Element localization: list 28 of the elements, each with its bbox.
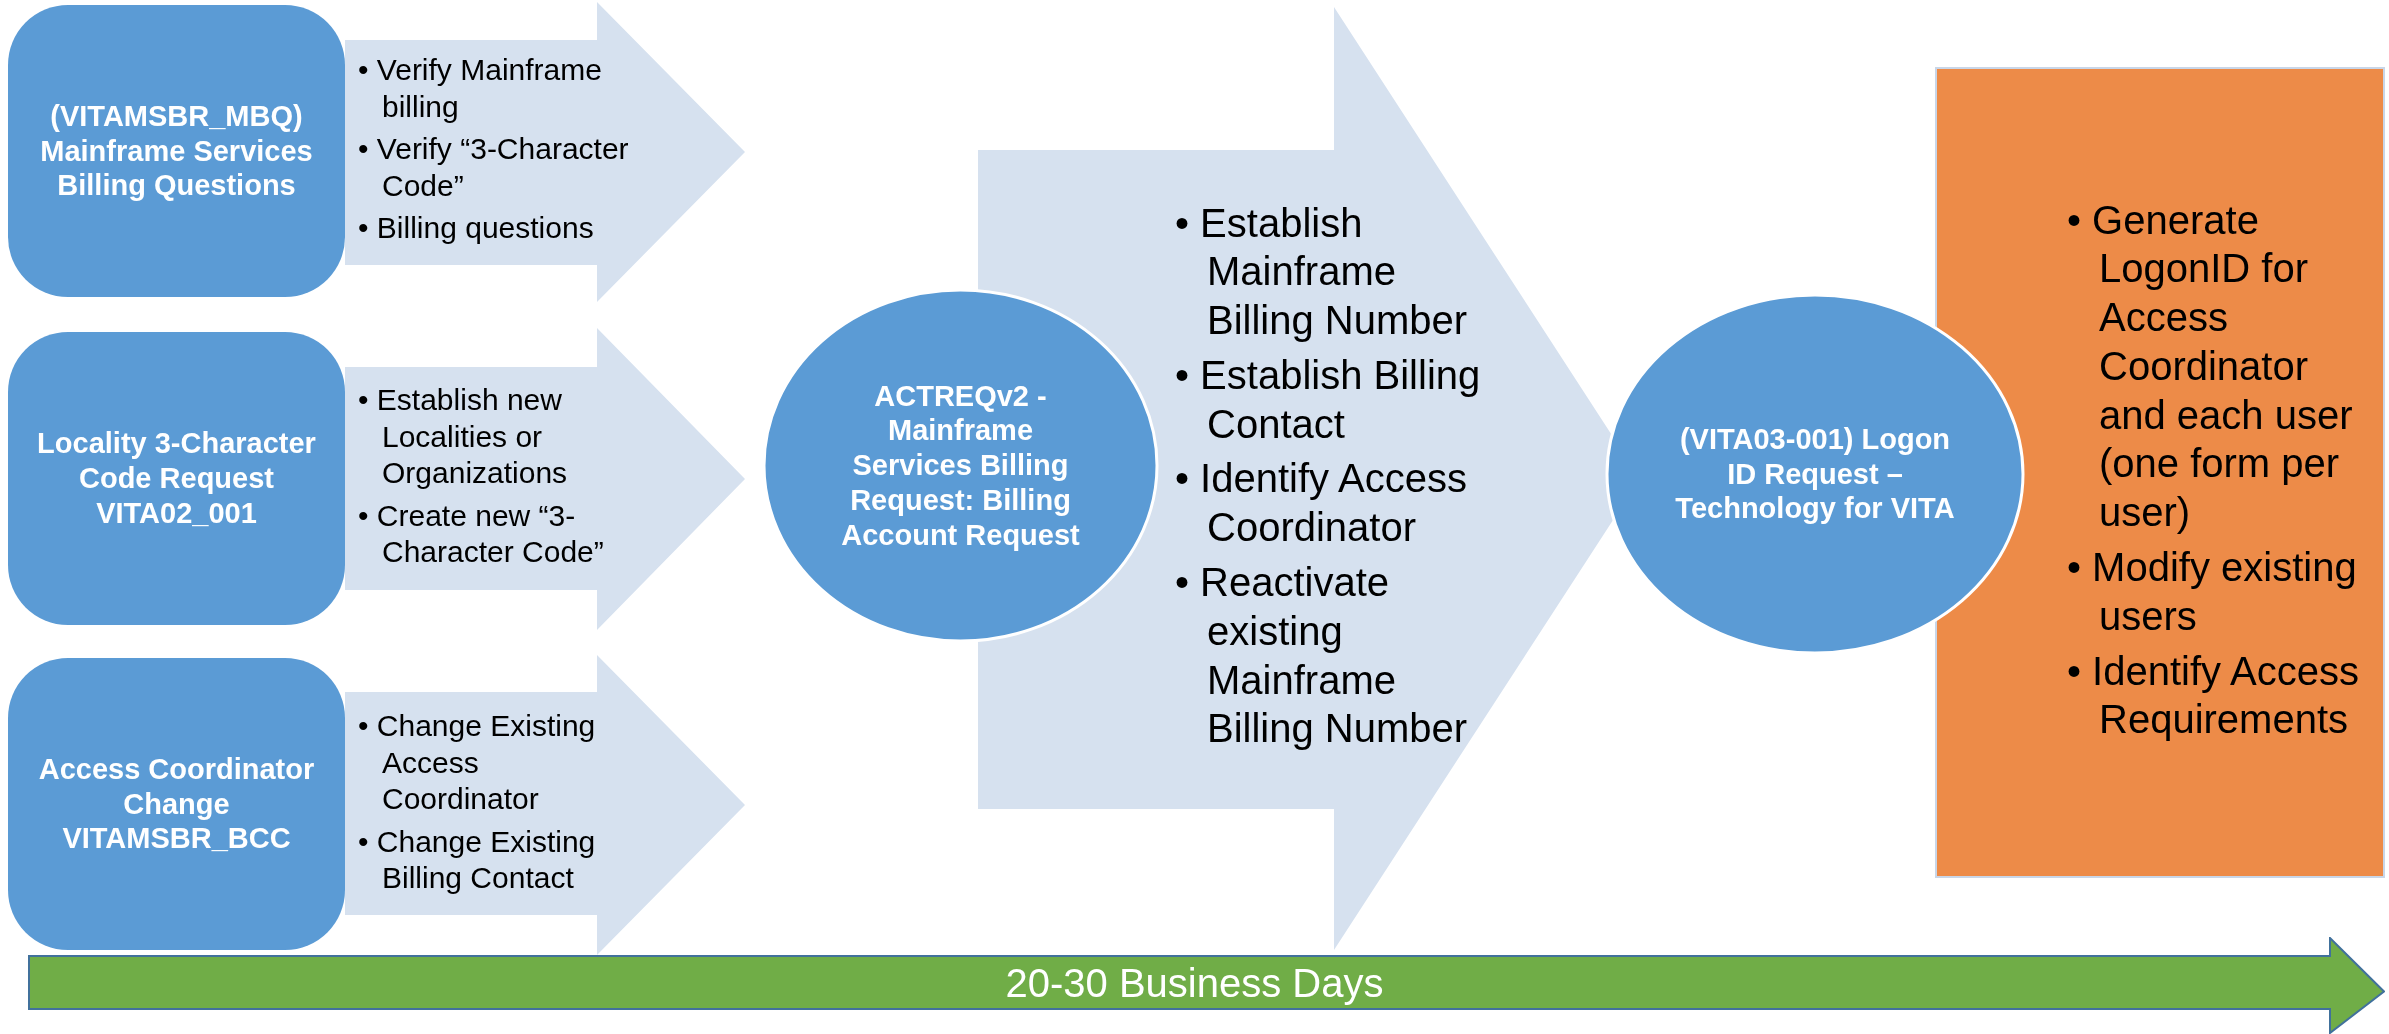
bullet-item: • Create new “3-Character Code” <box>357 497 605 570</box>
bullet-item: • Reactivate existing Mainframe Billing Number <box>1174 558 1469 753</box>
bullet-item: • Generate LogonID for Access Coordinator and each user (one form per user) <box>2066 196 2354 536</box>
node-label: (VITA03-001) Logon ID Request – Technology for VITA <box>1674 421 1956 527</box>
bullet-item: • Verify Mainframe billing <box>357 51 603 125</box>
bullet-item: • Billing questions <box>357 209 595 246</box>
ellipse-node <box>762 288 1159 643</box>
node-label: ACTREQv2 - Mainframe Services Billing Request: Billing Account Request <box>840 378 1081 553</box>
ellipse-node <box>1605 293 2025 655</box>
bullet-item: • Identify Access Requirements <box>2066 647 2360 744</box>
chevron-arrow <box>345 328 745 630</box>
bullet-item: • Establish new Localities or Organizations <box>357 381 569 491</box>
rounded-box <box>8 658 345 950</box>
node-label: Access Coordinator Change VITAMSBR_BCC <box>37 751 316 857</box>
chevron-arrow <box>345 2 745 302</box>
bullet-item: • Modify existing users <box>2066 543 2358 640</box>
duration-label: 20-30 Business Days <box>1005 963 1384 1003</box>
node-label: Locality 3-Character Code Request VITA02_001 <box>36 426 317 531</box>
bullet-item: • Establish Billing Contact <box>1174 351 1482 448</box>
bullet-item: • Change Existing Billing Contact <box>357 823 597 896</box>
chevron-arrow <box>345 655 745 955</box>
bullet-item: • Establish Mainframe Billing Number <box>1174 199 1469 344</box>
rounded-box <box>8 5 345 297</box>
bullet-item: • Change Existing Access Coordinator <box>357 707 597 817</box>
bullet-item: • Identify Access Coordinator <box>1174 455 1468 551</box>
bullet-item: • Verify “3-Character Code” <box>357 130 630 204</box>
node-label: (VITAMSBR_MBQ) Mainframe Services Billing Questions <box>39 98 314 204</box>
rounded-box <box>8 332 345 625</box>
